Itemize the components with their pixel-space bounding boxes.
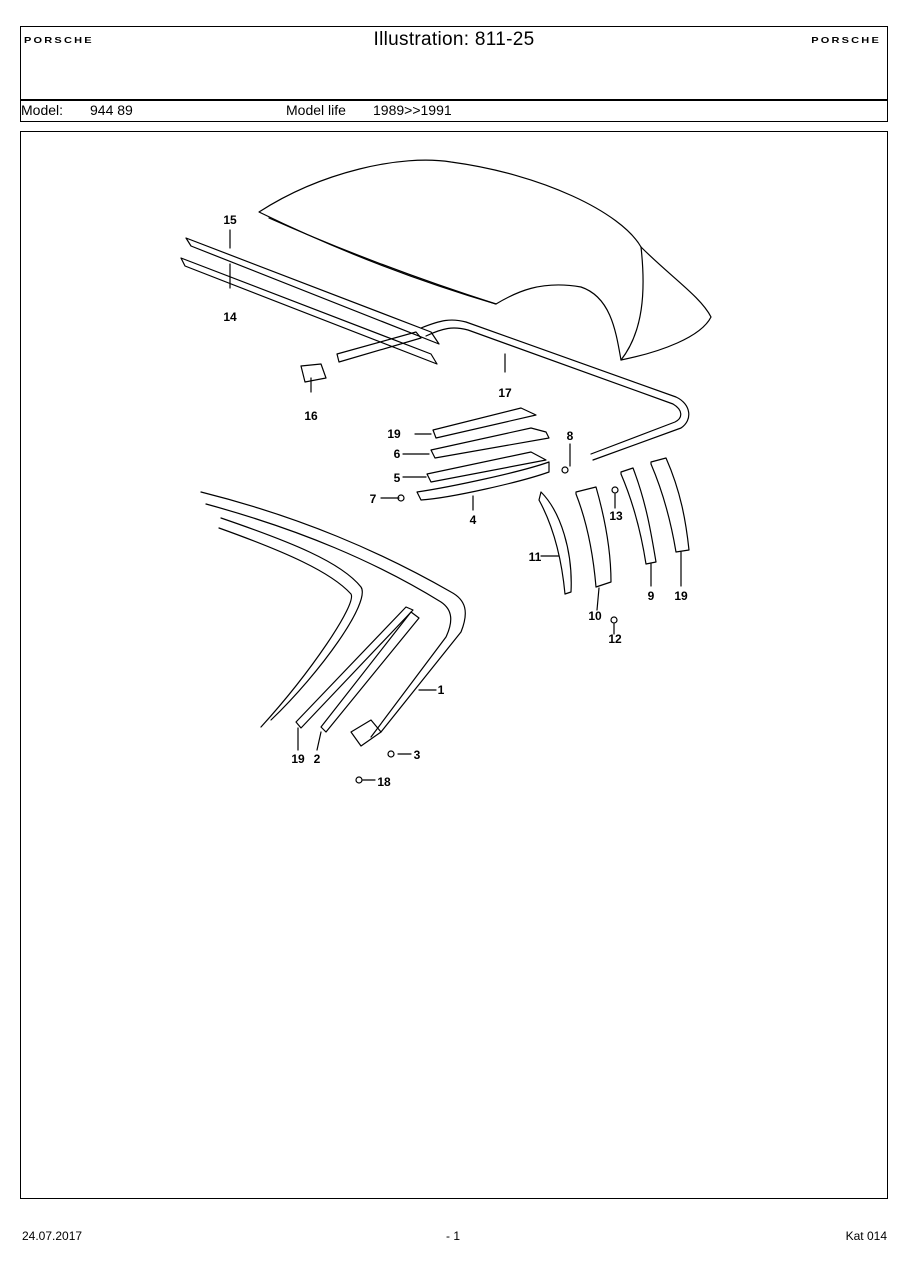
windscreen-frame xyxy=(200,491,466,733)
model-label: Model: xyxy=(21,102,64,118)
callout-16: 16 xyxy=(304,409,318,423)
screw-18 xyxy=(355,776,363,784)
header-box: PORSCHE Illustration: 811-25 PORSCHE Mod… xyxy=(20,26,888,122)
callout-18: 18 xyxy=(377,775,391,789)
callout-6: 6 xyxy=(394,447,401,461)
callout-10: 10 xyxy=(588,609,602,623)
screw-8 xyxy=(561,466,569,474)
callout-7: 7 xyxy=(370,492,377,506)
strip-19-left xyxy=(295,606,414,729)
hardtop-roof xyxy=(258,159,712,361)
callout-15: 15 xyxy=(223,213,237,227)
illustration-frame: 15 14 16 17 19 6 5 7 4 8 11 10 12 13 9 1… xyxy=(20,131,888,1199)
strip-2 xyxy=(320,611,420,733)
callout-19c: 19 xyxy=(291,752,305,766)
seal-17 xyxy=(420,319,690,461)
strip-19-upper xyxy=(432,407,537,439)
callout-9: 9 xyxy=(648,589,655,603)
screw-12 xyxy=(610,616,618,624)
callout-19b: 19 xyxy=(674,589,688,603)
strip-4 xyxy=(416,461,550,501)
footer-date: 24.07.2017 xyxy=(22,1229,83,1243)
strip-5 xyxy=(426,451,547,483)
page-title: Illustration: 811-25 xyxy=(373,29,535,50)
callout-1: 1 xyxy=(438,683,445,697)
callout-12: 12 xyxy=(608,632,622,646)
screw-13 xyxy=(611,486,619,494)
model-life-value: 1989>>1991 xyxy=(373,102,452,118)
seal-strip-15 xyxy=(185,237,440,345)
footer-page-number: - 1 xyxy=(446,1229,461,1243)
callout-8: 8 xyxy=(567,429,574,443)
callout-4: 4 xyxy=(470,513,477,527)
model-life-label: Model life xyxy=(286,102,346,118)
model-value: 944 89 xyxy=(90,102,133,118)
clip-16 xyxy=(300,363,327,383)
trim-10 xyxy=(575,486,612,588)
trim-11 xyxy=(538,491,572,595)
footer-catalog: Kat 014 xyxy=(845,1229,887,1243)
callout-2: 2 xyxy=(314,752,321,766)
porsche-logo-left: PORSCHE xyxy=(24,36,94,45)
callout-5: 5 xyxy=(394,471,401,485)
trim-19-right xyxy=(650,457,690,553)
callout-13: 13 xyxy=(609,509,623,523)
callout-3: 3 xyxy=(414,748,421,762)
screw-3 xyxy=(387,750,395,758)
callout-11: 11 xyxy=(529,550,542,564)
porsche-logo-right: PORSCHE xyxy=(811,36,881,45)
parts-exploded-drawing: 15 14 16 17 19 6 5 7 4 8 11 10 12 13 9 1… xyxy=(180,159,712,789)
callout-14: 14 xyxy=(223,310,237,324)
callout-17: 17 xyxy=(498,386,512,400)
callout-19a: 19 xyxy=(387,427,401,441)
seal-strip-14 xyxy=(180,257,438,365)
strip-6 xyxy=(430,427,550,459)
trim-9 xyxy=(620,467,657,565)
header-divider xyxy=(21,99,887,101)
